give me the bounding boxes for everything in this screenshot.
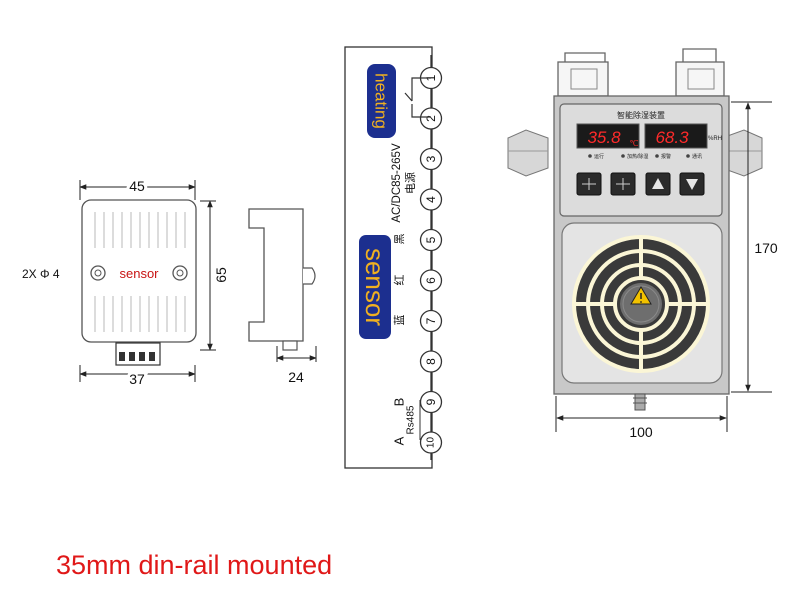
sensor-mount-hole-right xyxy=(172,265,188,281)
sensor-label: sensor xyxy=(119,266,159,281)
up-button[interactable] xyxy=(645,172,671,196)
drain-nozzle xyxy=(634,393,646,411)
sensor-vent-slots xyxy=(94,212,186,332)
temperature-unit: ℃ xyxy=(630,139,639,148)
terminal-number: 6 xyxy=(424,277,438,284)
terminal-8: 8 xyxy=(419,350,443,373)
terminal-number: 2 xyxy=(424,115,438,122)
terminal-number: 9 xyxy=(424,398,438,405)
wire-black-label: 黑 xyxy=(393,234,406,245)
down-button[interactable] xyxy=(679,172,705,196)
indicator-heat: 加热/除湿 xyxy=(627,153,648,160)
dehumidifier-device: 智能除湿装置 35.8 ℃ 68.3 %RH 运行 加热/除湿 报警 通讯 xyxy=(507,48,781,440)
humidity-unit: %RH xyxy=(708,136,722,142)
wire-red-label: 红 xyxy=(393,275,406,286)
rs485-b-label: B xyxy=(392,398,407,407)
terminal-number: 8 xyxy=(424,358,438,365)
dim-65-label: 65 xyxy=(213,267,229,283)
sensor-side-view: 24 xyxy=(248,208,317,385)
function-button[interactable] xyxy=(610,172,636,196)
panel-title: 智能除湿装置 xyxy=(617,110,665,120)
terminal-4: 4 xyxy=(419,188,443,211)
sensor-mount-hole-left xyxy=(90,265,106,281)
terminal-3: 3 xyxy=(419,147,443,171)
humidity-reading: 68.3 xyxy=(655,128,689,147)
terminal-number: 3 xyxy=(424,155,438,162)
terminal-2: 2 xyxy=(419,107,443,130)
rs485-a-label: A xyxy=(392,436,407,445)
terminal-number: 4 xyxy=(424,196,438,203)
hole-note: 2X Φ 4 xyxy=(22,267,60,281)
heating-label-box xyxy=(367,64,396,138)
up-arrow-icon xyxy=(652,178,664,189)
terminal-6: 6 xyxy=(419,269,443,292)
dim-37-label: 37 xyxy=(129,371,145,387)
terminal-5: 5 xyxy=(419,228,443,252)
dim-24-label: 24 xyxy=(288,369,304,385)
indicator-comm: 通讯 xyxy=(692,153,702,160)
fan-guard xyxy=(572,235,710,373)
terminal-number: 10 xyxy=(426,437,437,449)
terminal-9: 9 xyxy=(419,390,443,414)
indicator-run: 运行 xyxy=(594,153,604,160)
indicator-alarm: 报警 xyxy=(661,153,671,160)
side-profile xyxy=(248,208,304,342)
sensor-block-label: sensor xyxy=(360,248,390,326)
control-panel xyxy=(559,103,723,217)
mount-bracket-right xyxy=(675,61,725,97)
dim-45-label: 45 xyxy=(129,178,145,194)
wire-blue-label: 蓝 xyxy=(393,315,406,326)
down-arrow-icon xyxy=(686,179,698,190)
power-label-cn: 电源 xyxy=(403,172,417,194)
mount-bracket-left xyxy=(557,61,609,97)
temperature-display xyxy=(576,123,640,149)
terminal-number: 5 xyxy=(424,236,438,243)
humidity-display xyxy=(644,123,708,149)
rs485-label: Rs485 xyxy=(406,405,417,434)
sensor-front-view: 45 sensor 65 37 2X Φ 4 xyxy=(22,175,229,390)
dim-100-label: 100 xyxy=(629,424,653,440)
heating-label: heating xyxy=(372,73,391,129)
power-label: AC/DC85-265V xyxy=(391,143,403,223)
caption: 35mm din-rail mounted xyxy=(56,550,333,580)
sensor-label-box xyxy=(359,235,391,339)
temperature-reading: 35.8 xyxy=(587,128,621,147)
dim-170-label: 170 xyxy=(754,240,778,256)
terminal-10: 10 xyxy=(419,431,443,454)
terminal-7: 7 xyxy=(419,309,443,333)
set-button[interactable] xyxy=(576,172,602,196)
terminal-number: 7 xyxy=(424,317,438,324)
